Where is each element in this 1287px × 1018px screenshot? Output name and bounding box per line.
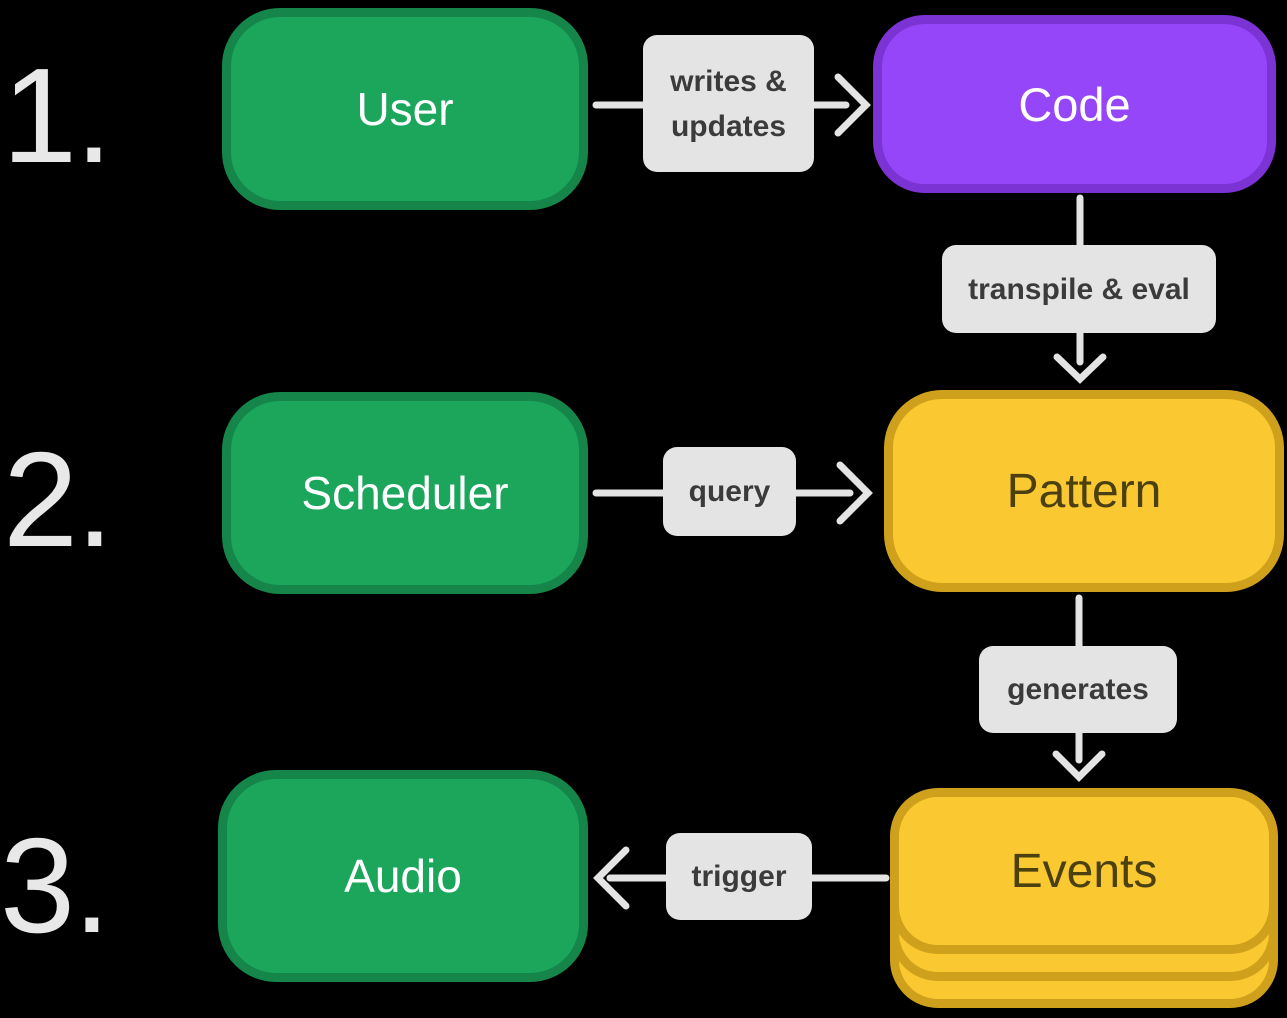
edge-label-trigger: trigger bbox=[666, 833, 812, 920]
node-pattern-label: Pattern bbox=[1006, 464, 1162, 518]
edge-user-code-arrowhead-icon bbox=[834, 73, 871, 137]
node-user-label: User bbox=[356, 83, 454, 135]
node-events-label: Events bbox=[1010, 844, 1158, 898]
node-scheduler: Scheduler bbox=[222, 392, 588, 594]
edge-events-audio-arrowhead-icon bbox=[593, 846, 630, 910]
step-number-3: 3. bbox=[0, 810, 111, 961]
edge-label-generates: generates bbox=[979, 646, 1177, 733]
step-number-1: 1. bbox=[2, 40, 113, 191]
node-scheduler-label: Scheduler bbox=[301, 467, 509, 519]
node-audio-label: Audio bbox=[344, 850, 462, 902]
node-code: Code bbox=[873, 15, 1276, 193]
node-audio: Audio bbox=[218, 770, 588, 982]
step-number-2: 2. bbox=[3, 424, 114, 575]
edge-label-query: query bbox=[663, 447, 796, 536]
edge-code-pattern-arrowhead-icon bbox=[1053, 353, 1107, 384]
node-events: Events bbox=[890, 788, 1278, 954]
edge-scheduler-pattern-arrowhead-icon bbox=[836, 461, 873, 525]
edge-label-writes-updates: writes & updates bbox=[643, 35, 814, 172]
node-user: User bbox=[222, 8, 588, 210]
node-pattern: Pattern bbox=[884, 390, 1284, 592]
edge-pattern-events-arrowhead-icon bbox=[1052, 750, 1106, 782]
node-code-label: Code bbox=[1018, 77, 1131, 131]
edge-label-transpile-eval: transpile & eval bbox=[942, 245, 1216, 333]
